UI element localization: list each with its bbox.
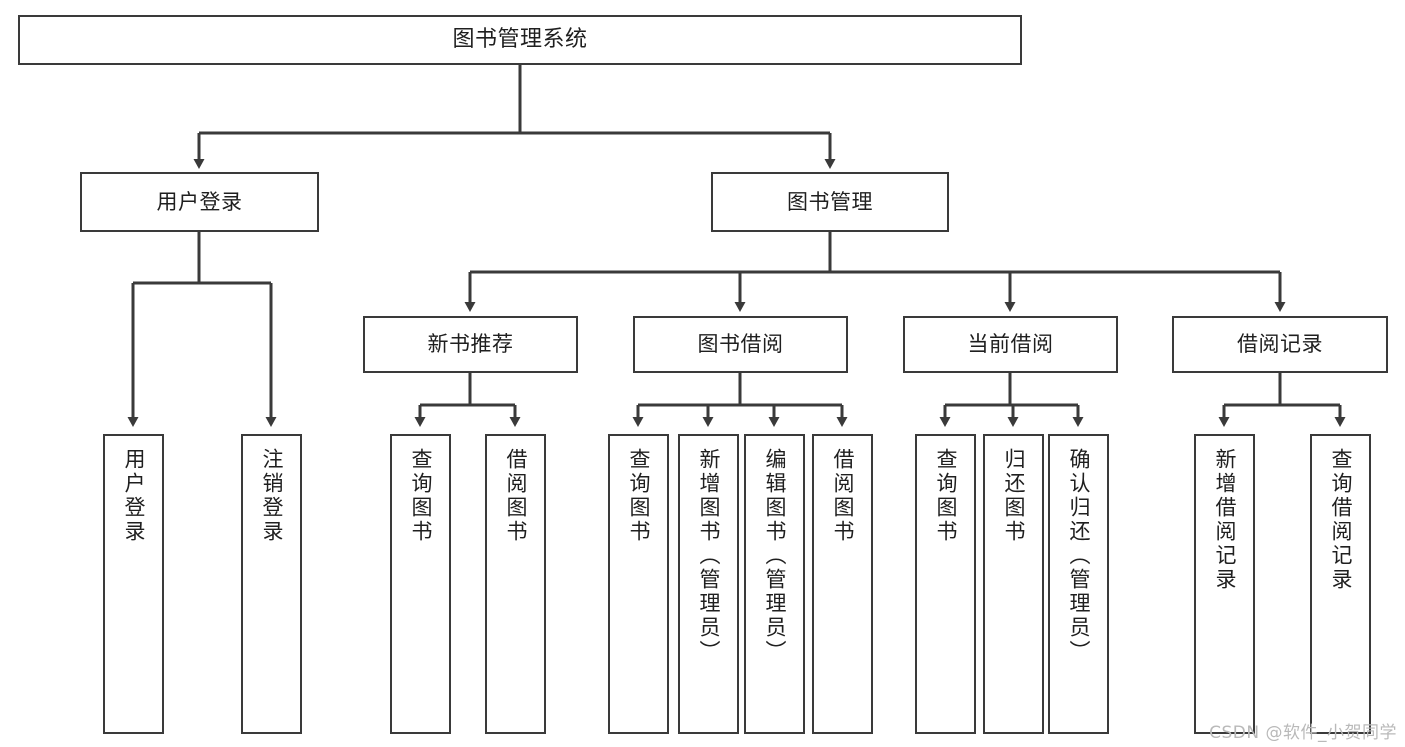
leaf-add-record-label: 新增借阅记录 (1213, 448, 1237, 592)
node-current-borrow[interactable]: 当前借阅 (903, 316, 1118, 373)
leaf-confirm-return-label: 确认归还（管理员） (1067, 448, 1091, 664)
leaf-edit-book[interactable]: 编辑图书（管理员） (744, 434, 805, 734)
leaf-borrow-book-1[interactable]: 借阅图书 (485, 434, 546, 734)
leaf-user-login-label: 用户登录 (122, 448, 146, 544)
leaf-query-book-1-label: 查询图书 (409, 448, 433, 544)
leaf-return-book-label: 归还图书 (1002, 448, 1026, 544)
node-new-book-rec-label: 新书推荐 (427, 332, 514, 357)
leaf-query-record-label: 查询借阅记录 (1329, 448, 1353, 592)
leaf-user-login[interactable]: 用户登录 (103, 434, 164, 734)
node-book-manage[interactable]: 图书管理 (711, 172, 949, 232)
leaf-return-book[interactable]: 归还图书 (983, 434, 1044, 734)
leaf-borrow-book-2[interactable]: 借阅图书 (812, 434, 873, 734)
node-root[interactable]: 图书管理系统 (18, 15, 1022, 65)
node-book-manage-label: 图书管理 (787, 189, 873, 214)
leaf-borrow-book-2-label: 借阅图书 (831, 448, 855, 544)
node-current-borrow-label: 当前借阅 (967, 332, 1054, 357)
leaf-query-book-1[interactable]: 查询图书 (390, 434, 451, 734)
csdn-watermark: CSDN @软件_小贺同学 (1209, 723, 1397, 743)
leaf-user-logout[interactable]: 注销登录 (241, 434, 302, 734)
node-book-borrow[interactable]: 图书借阅 (633, 316, 848, 373)
leaf-add-book-label: 新增图书（管理员） (697, 448, 721, 664)
node-user-login-label: 用户登录 (156, 189, 243, 214)
leaf-query-book-3-label: 查询图书 (934, 448, 958, 544)
node-book-borrow-label: 图书借阅 (697, 332, 784, 357)
node-borrow-record[interactable]: 借阅记录 (1172, 316, 1388, 373)
node-new-book-rec[interactable]: 新书推荐 (363, 316, 578, 373)
node-root-label: 图书管理系统 (452, 27, 588, 53)
leaf-confirm-return[interactable]: 确认归还（管理员） (1048, 434, 1109, 734)
leaf-add-book[interactable]: 新增图书（管理员） (678, 434, 739, 734)
leaf-query-book-3[interactable]: 查询图书 (915, 434, 976, 734)
leaf-add-record[interactable]: 新增借阅记录 (1194, 434, 1255, 734)
leaf-user-logout-label: 注销登录 (260, 448, 284, 544)
node-user-login[interactable]: 用户登录 (80, 172, 319, 232)
leaf-query-book-2[interactable]: 查询图书 (608, 434, 669, 734)
leaf-query-record[interactable]: 查询借阅记录 (1310, 434, 1371, 734)
leaf-edit-book-label: 编辑图书（管理员） (763, 448, 787, 664)
leaf-borrow-book-1-label: 借阅图书 (504, 448, 528, 544)
leaf-query-book-2-label: 查询图书 (627, 448, 651, 544)
node-borrow-record-label: 借阅记录 (1237, 332, 1323, 357)
